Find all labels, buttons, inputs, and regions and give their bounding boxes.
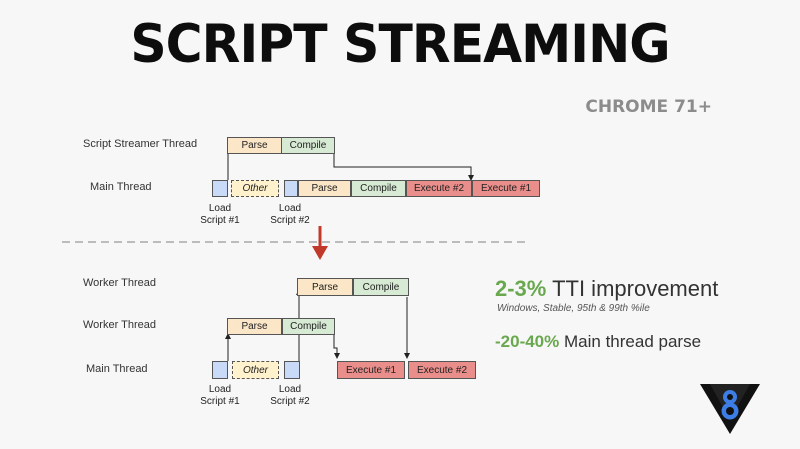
parse-value: -20-40% xyxy=(495,332,560,351)
after-load-script-1-box xyxy=(212,361,228,379)
after-load-script-2-box xyxy=(284,361,300,379)
main-thread-parse-stat: -20-40% Main thread parse xyxy=(495,332,701,352)
after-execute-2-box: Execute #2 xyxy=(408,361,476,379)
connector-compile-to-main xyxy=(333,154,474,181)
after-load-script-1-caption: Load Script #1 xyxy=(190,384,250,408)
main-load-script-1-box xyxy=(212,180,228,197)
slide-title: SCRIPT STREAMING xyxy=(130,14,670,75)
tti-text: TTI improvement xyxy=(552,276,719,301)
worker-thread-1-label: Worker Thread xyxy=(83,277,156,289)
connector-compile-to-exec1 xyxy=(333,334,340,359)
tti-improvement-stat: 2-3% TTI improvement xyxy=(495,276,718,302)
worker1-parse-box: Parse xyxy=(297,278,353,296)
after-load-script-2-caption-line1: Load xyxy=(278,384,302,395)
load-script-2-caption-line1: Load xyxy=(278,203,302,214)
tti-value: 2-3% xyxy=(495,276,547,301)
main-compile-box: Compile xyxy=(351,180,406,197)
load-script-1-caption-line2: Script #1 xyxy=(200,215,240,226)
after-load-script-2-caption: Load Script #2 xyxy=(260,384,320,408)
load-script-1-caption: Load Script #1 xyxy=(190,203,250,227)
after-load-script-2-caption-line2: Script #2 xyxy=(270,396,310,407)
load-script-1-caption-line1: Load xyxy=(208,203,232,214)
worker2-compile-box: Compile xyxy=(282,318,335,335)
load-script-2-caption: Load Script #2 xyxy=(260,203,320,227)
after-main-thread-label: Main Thread xyxy=(86,363,148,375)
worker-thread-2-label: Worker Thread xyxy=(83,319,156,331)
after-load-script-1-caption-line2: Script #1 xyxy=(200,396,240,407)
after-other-box: Other xyxy=(232,361,279,379)
after-load-script-1-caption-line1: Load xyxy=(208,384,232,395)
slide-subtitle: CHROME 71+ xyxy=(585,97,712,117)
main-execute-2-box: Execute #2 xyxy=(406,180,472,197)
worker2-parse-box: Parse xyxy=(227,318,282,335)
script-streamer-thread-label: Script Streamer Thread xyxy=(83,138,198,150)
v8-logo-icon xyxy=(700,384,760,434)
streamer-compile-box: Compile xyxy=(281,137,335,154)
main-thread-label: Main Thread xyxy=(90,181,152,193)
main-other-box: Other xyxy=(231,180,279,197)
streamer-parse-box: Parse xyxy=(227,137,282,154)
main-load-script-2-box xyxy=(284,180,298,197)
tti-note: Windows, Stable, 95th & 99th %ile xyxy=(497,303,650,314)
after-execute-1-box: Execute #1 xyxy=(337,361,405,379)
parse-text: Main thread parse xyxy=(564,332,702,351)
main-parse-box: Parse xyxy=(298,180,351,197)
arrow-down-icon xyxy=(312,226,328,260)
main-execute-1-box: Execute #1 xyxy=(472,180,540,197)
load-script-2-caption-line2: Script #2 xyxy=(270,215,310,226)
worker1-compile-box: Compile xyxy=(353,278,409,296)
